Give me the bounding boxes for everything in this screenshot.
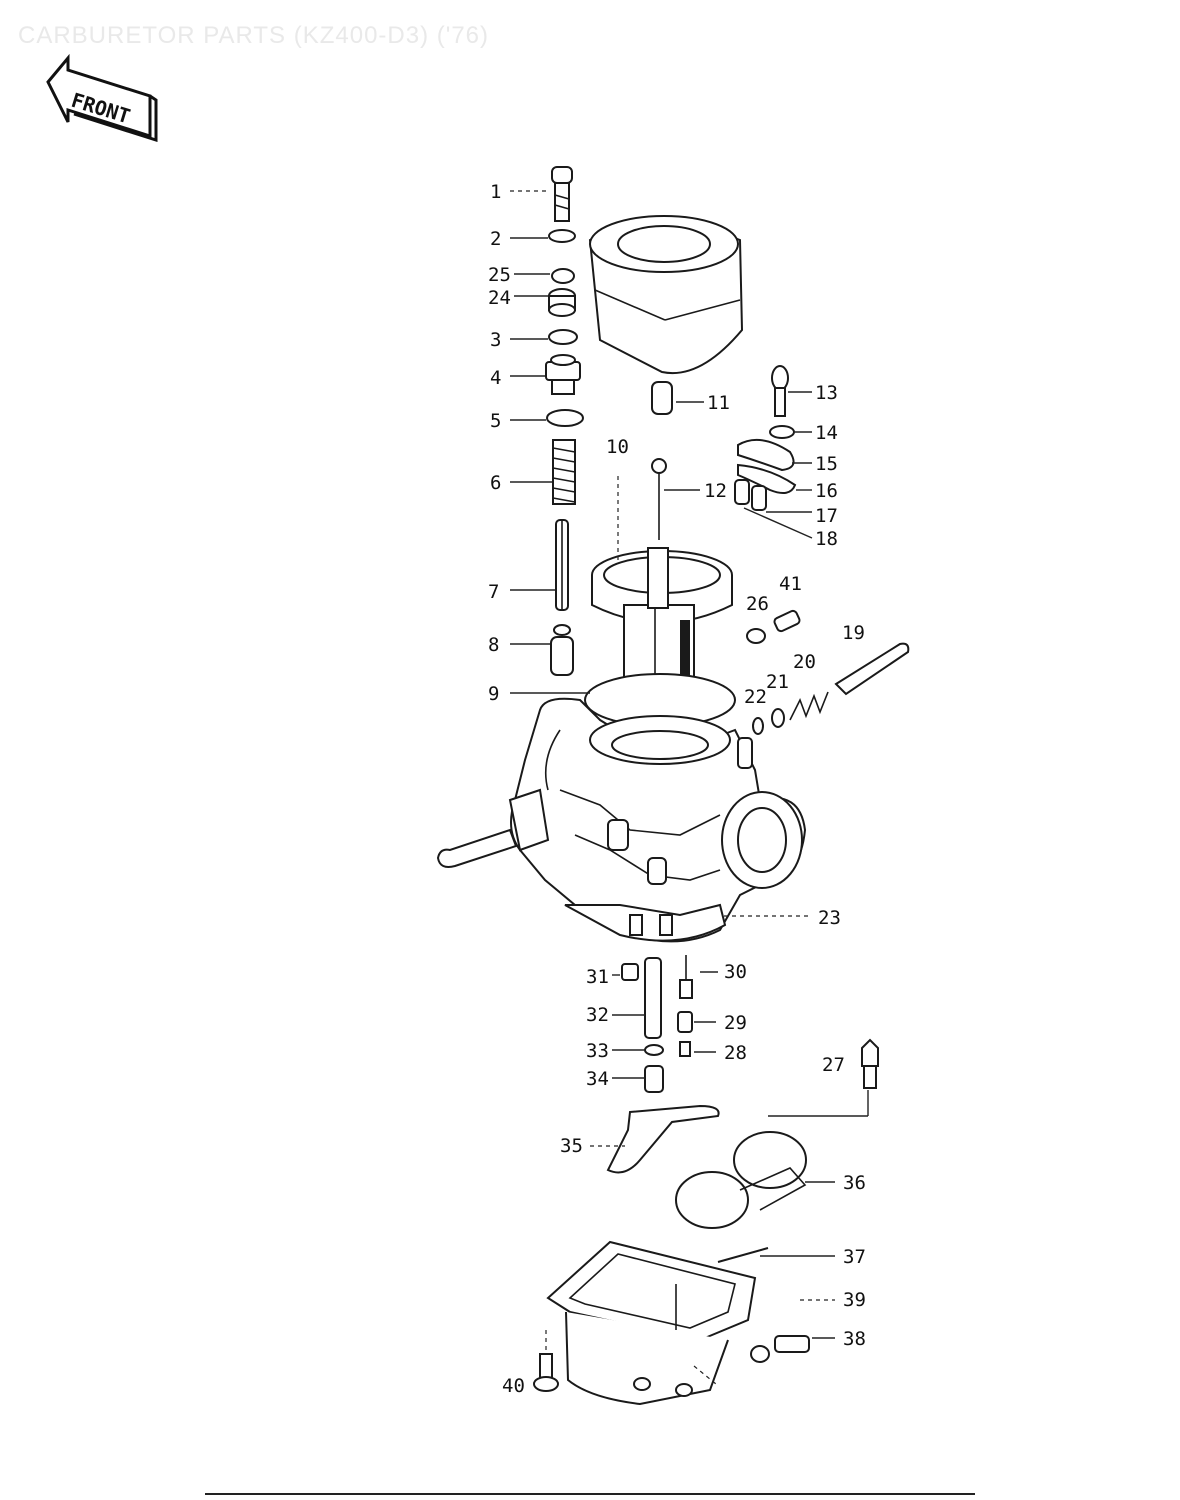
callout-28: 28 [724, 1042, 747, 1064]
part-17-18-plugs [734, 479, 767, 511]
callout-11: 11 [707, 392, 730, 414]
footer-rule [205, 1493, 975, 1495]
callout-31: 31 [586, 966, 609, 988]
callout-5: 5 [490, 410, 501, 432]
part-3-washer [548, 329, 578, 345]
part-32-emulsion-tube [644, 957, 662, 1039]
part-7-needle [555, 519, 569, 611]
part-27-valve [861, 1038, 879, 1089]
callout-22: 22 [744, 686, 767, 708]
callout-1: 1 [490, 181, 501, 203]
part-5-washer [546, 409, 584, 427]
part-35-arm [606, 1104, 720, 1174]
part-29-jet [677, 1011, 693, 1033]
part-39-oring [750, 1345, 770, 1363]
callout-18: 18 [815, 528, 838, 550]
part-20-spring [789, 691, 829, 721]
callout-21: 21 [766, 671, 789, 693]
part-13-screw [771, 365, 789, 417]
part-19-air-screw [834, 642, 910, 696]
part-22-ring [752, 717, 764, 735]
page-title: CARBURETOR PARTS (KZ400-D3) ('76) [18, 22, 490, 49]
callout-34: 34 [586, 1068, 609, 1090]
part-2-washer [548, 229, 576, 243]
part-21-washer [771, 708, 785, 728]
callout-26: 26 [746, 593, 769, 615]
callout-23: 23 [818, 907, 841, 929]
float-bowl [546, 1240, 757, 1406]
part-1-screw [551, 166, 573, 222]
part-33-ring [644, 1044, 664, 1056]
part-15-16-levers [737, 438, 797, 495]
callout-13: 13 [815, 382, 838, 404]
part-12-pin [651, 458, 667, 540]
callout-16: 16 [815, 480, 838, 502]
callout-33: 33 [586, 1040, 609, 1062]
part-37-pin [717, 1247, 769, 1263]
part-6-spring [552, 439, 576, 505]
callout-32: 32 [586, 1004, 609, 1026]
part-slide [591, 547, 733, 684]
callout-36: 36 [843, 1172, 866, 1194]
part-25-ring [551, 268, 575, 284]
callout-10: 10 [606, 436, 629, 458]
callout-41: 41 [779, 573, 802, 595]
callout-12: 12 [704, 480, 727, 502]
part-11-plug [651, 381, 673, 415]
callout-40: 40 [502, 1375, 525, 1397]
callout-24: 24 [488, 287, 511, 309]
part-8-holder [550, 624, 574, 676]
carburetor-body [436, 697, 807, 943]
part-40-screw [533, 1353, 559, 1392]
callout-19: 19 [842, 622, 865, 644]
callout-27: 27 [822, 1054, 845, 1076]
callout-20: 20 [793, 651, 816, 673]
callout-15: 15 [815, 453, 838, 475]
leader-lines [510, 190, 869, 1385]
part-31-jet [621, 963, 639, 981]
callout-29: 29 [724, 1012, 747, 1034]
part-4-nut [545, 354, 581, 395]
part-30-pilot-jet [679, 955, 693, 999]
callout-14: 14 [815, 422, 838, 444]
callout-9: 9 [488, 683, 499, 705]
callout-17: 17 [815, 505, 838, 527]
part-38-drain-screw [774, 1335, 810, 1353]
callout-37: 37 [843, 1246, 866, 1268]
part-28-jet [679, 1041, 691, 1057]
callout-25: 25 [488, 264, 511, 286]
callout-3: 3 [490, 329, 501, 351]
callout-2: 2 [490, 228, 501, 250]
callout-7: 7 [488, 581, 499, 603]
callout-38: 38 [843, 1328, 866, 1350]
callout-6: 6 [490, 472, 501, 494]
callout-35: 35 [560, 1135, 583, 1157]
part-24-cap [548, 288, 576, 317]
part-14-washer [769, 425, 795, 439]
callout-30: 30 [724, 961, 747, 983]
front-arrow-icon: FRONT [46, 53, 158, 142]
callout-4: 4 [490, 367, 501, 389]
callout-labels: 1 2 25 24 3 4 5 6 7 8 9 10 11 12 13 14 1… [488, 181, 866, 1397]
callout-8: 8 [488, 634, 499, 656]
part-41-screw [773, 609, 801, 633]
part-top-cap [588, 215, 744, 375]
callout-39: 39 [843, 1289, 866, 1311]
part-36-floats [675, 1131, 807, 1229]
part-34-jet [644, 1065, 664, 1093]
part-26-washer [746, 628, 766, 644]
